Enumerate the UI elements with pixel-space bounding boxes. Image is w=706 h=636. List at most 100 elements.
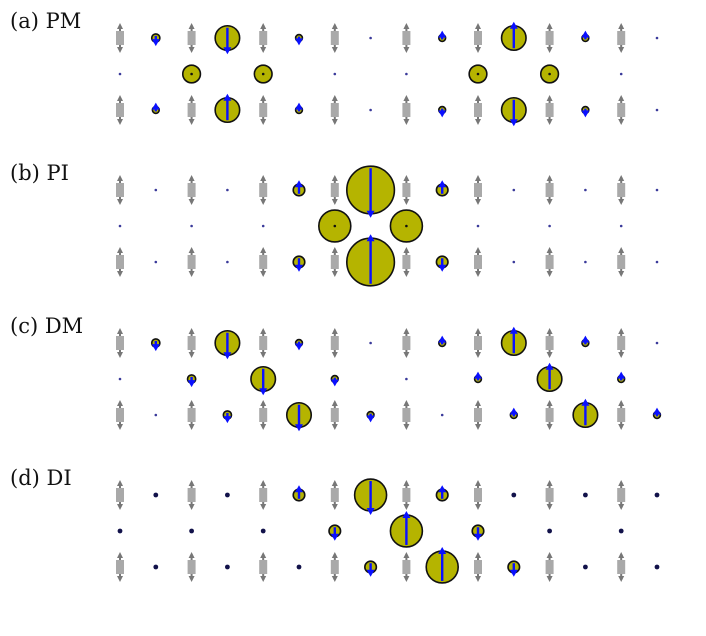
lattice-site	[187, 400, 196, 430]
lattice-site	[473, 371, 483, 384]
lattice-site	[402, 400, 411, 430]
lattice-site	[187, 247, 196, 277]
lattice-site	[584, 188, 587, 192]
lattice-site	[259, 328, 268, 358]
lattice-site	[619, 72, 623, 76]
lattice-site	[435, 255, 449, 272]
lattice-site	[511, 492, 517, 498]
lattice-site	[187, 328, 196, 358]
lattice-site	[294, 102, 304, 115]
lattice-site	[346, 234, 396, 287]
lattice-site	[402, 247, 411, 277]
lattice-site	[187, 23, 196, 53]
lattice-site	[507, 560, 521, 577]
lattice-site	[572, 398, 599, 429]
lattice-site	[259, 552, 268, 582]
lattice-site	[536, 362, 563, 393]
lattice-site	[259, 95, 268, 125]
lattice-site	[369, 108, 372, 112]
lattice-site	[260, 528, 266, 534]
lattice-site	[116, 23, 124, 53]
lattice-site	[474, 328, 482, 358]
lattice-site	[581, 105, 590, 118]
lattice-site	[118, 377, 122, 381]
lattice-site	[474, 552, 482, 582]
lattice-site	[402, 480, 411, 510]
lattice-site	[402, 23, 411, 53]
lattice-site	[512, 260, 516, 264]
lattice-site	[181, 64, 202, 84]
lattice-site	[214, 329, 241, 360]
lattice-site	[471, 524, 485, 541]
lattice-site	[405, 72, 408, 76]
lattice-site	[187, 175, 196, 205]
lattice-site	[116, 95, 124, 125]
lattice-site	[539, 64, 560, 84]
lattice-site	[259, 400, 268, 430]
lattice-site	[330, 95, 339, 125]
lattice-site	[474, 480, 482, 510]
lattice-site	[189, 528, 195, 534]
lattice-site	[476, 224, 480, 228]
lattice-site	[440, 413, 444, 417]
lattice-site	[500, 21, 527, 52]
lattice-site	[116, 175, 124, 205]
lattice-site	[353, 478, 388, 515]
lattice-site	[330, 328, 339, 358]
lattice-site	[654, 492, 660, 498]
lattice-site	[616, 371, 626, 384]
lattice-site	[581, 30, 590, 43]
panel-3: (c) DM	[10, 314, 662, 432]
lattice-site	[389, 511, 424, 548]
lattice-site	[187, 480, 196, 510]
lattice-site	[509, 407, 518, 420]
lattice-site	[389, 209, 424, 243]
lattice-site	[330, 247, 339, 277]
lattice-site	[617, 247, 626, 277]
lattice-site	[617, 23, 626, 53]
lattice-site	[468, 64, 488, 84]
panel-4: (d) DI	[10, 466, 660, 584]
lattice-site	[292, 255, 306, 272]
lattice-site	[187, 95, 196, 125]
lattice-site	[617, 328, 626, 358]
lattice-site	[116, 480, 124, 510]
lattice-site	[545, 328, 554, 358]
lattice-site	[500, 96, 527, 127]
lattice-site	[116, 552, 124, 582]
lattice-site	[330, 400, 339, 430]
panel-label: (d) DI	[10, 466, 72, 490]
lattice-site	[369, 36, 372, 40]
lattice-site	[654, 564, 660, 570]
lattice-site	[545, 552, 554, 582]
lattice-site	[259, 175, 268, 205]
lattice-site	[294, 33, 304, 46]
lattice-site	[328, 524, 342, 541]
lattice-site	[116, 328, 124, 358]
lattice-site	[369, 341, 372, 345]
lattice-site	[655, 260, 659, 264]
lattice-site	[435, 180, 449, 197]
lattice-site	[330, 552, 339, 582]
lattice-site	[617, 400, 626, 430]
lattice-site	[545, 95, 554, 125]
lattice-site	[154, 188, 158, 192]
lattice-site	[330, 480, 339, 510]
lattice-site	[474, 247, 482, 277]
lattice-site	[259, 247, 268, 277]
lattice-site	[402, 95, 411, 125]
lattice-site	[547, 528, 552, 534]
lattice-site	[364, 560, 378, 577]
lattice-site	[186, 374, 197, 388]
lattice-site	[583, 564, 588, 570]
lattice-site	[402, 175, 411, 205]
lattice-site	[438, 105, 447, 118]
lattice-site	[118, 224, 122, 228]
lattice-site	[425, 547, 459, 584]
lattice-site	[285, 401, 313, 432]
lattice-site	[545, 247, 554, 277]
lattice-site	[318, 209, 352, 243]
lattice-site	[292, 180, 306, 197]
lattice-site	[512, 188, 516, 192]
lattice-site	[500, 326, 527, 357]
